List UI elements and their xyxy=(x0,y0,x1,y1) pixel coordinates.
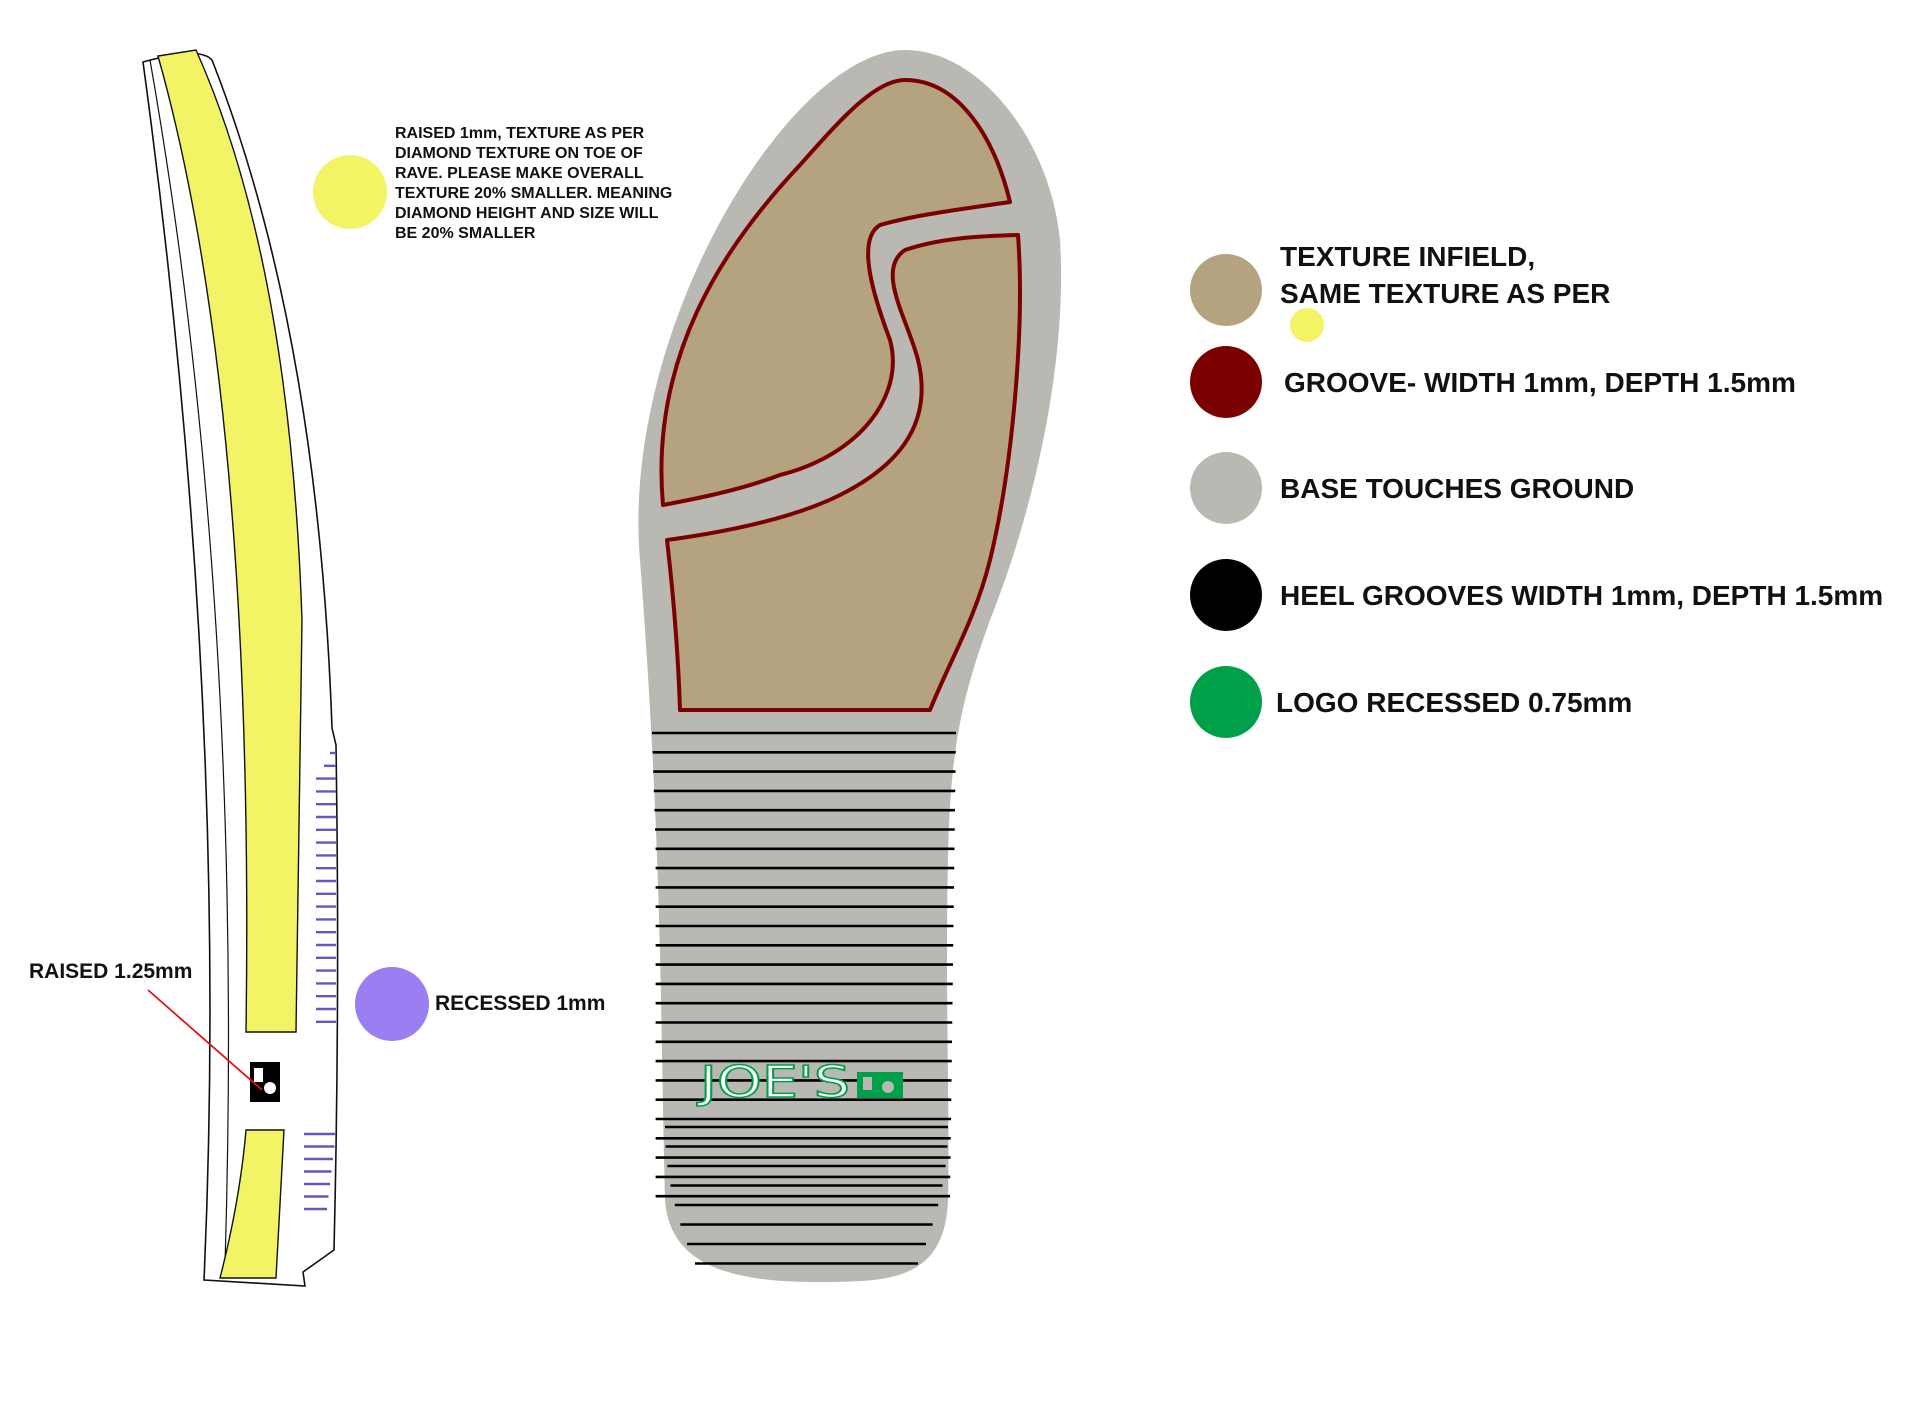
sole-logo: JOE'S xyxy=(695,1056,903,1109)
legend-groove-label: GROOVE- WIDTH 1mm, DEPTH 1.5mm xyxy=(1284,364,1796,401)
raised-texture-strip-lower xyxy=(219,1129,285,1279)
side-logo-mark xyxy=(250,1062,280,1102)
side-logo-cutout-a xyxy=(254,1068,263,1082)
legend-texture-ref-dot xyxy=(1290,308,1324,342)
legend-logo: LOGO RECESSED 0.75mm xyxy=(1190,666,1632,738)
heel-grooves xyxy=(652,731,956,1265)
legend-heel-grooves: HEEL GROOVES WIDTH 1mm, DEPTH 1.5mm xyxy=(1190,559,1883,631)
raised-texture-note-line-2: DIAMOND TEXTURE ON TOE OF xyxy=(395,145,643,162)
raised-texture-note-line-3: RAVE. PLEASE MAKE OVERALL xyxy=(395,165,644,182)
legend-texture-infield-line-1: TEXTURE INFIELD, xyxy=(1280,241,1536,272)
raised-texture-note-line-6: BE 20% SMALLER xyxy=(395,225,536,242)
raised-pointer-line xyxy=(147,989,263,1091)
sole-bottom-view: JOE'S xyxy=(638,50,1062,1282)
raised-texture-color-dot xyxy=(313,155,387,229)
recessed-note: RECESSED 1mm xyxy=(435,992,606,1015)
legend-groove-line-1: GROOVE- WIDTH 1mm, DEPTH 1.5mm xyxy=(1284,366,1796,398)
recessed-side-grooves xyxy=(304,751,336,1211)
sole-logo-cutout-b xyxy=(882,1081,894,1093)
legend-heel-grooves-label: HEEL GROOVES WIDTH 1mm, DEPTH 1.5mm xyxy=(1280,577,1883,614)
legend-texture-infield-line-2: SAME TEXTURE AS PER xyxy=(1280,275,1610,342)
legend-texture-infield-label: TEXTURE INFIELD, SAME TEXTURE AS PER xyxy=(1280,238,1610,342)
side-logo-cutout-b xyxy=(264,1082,276,1094)
sole-logo-text: JOE'S xyxy=(696,1057,850,1108)
raised-texture-note: RAISED 1mm, TEXTURE AS PER DIAMOND TEXTU… xyxy=(395,124,725,244)
forefoot-texture-infield xyxy=(659,78,1012,507)
legend-logo-line-1: LOGO RECESSED 0.75mm xyxy=(1276,686,1633,718)
legend-groove-swatch xyxy=(1190,346,1262,418)
raised-texture-note-line-1: RAISED 1mm, TEXTURE AS PER xyxy=(395,125,645,142)
raised-texture-note-line-4: TEXTURE 20% SMALLER. MEANING xyxy=(395,185,673,202)
legend-base-swatch xyxy=(1190,452,1262,524)
legend-heel-grooves-line-1: HEEL GROOVES WIDTH 1mm, DEPTH 1.5mm xyxy=(1280,579,1884,611)
legend-base-line-1: BASE TOUCHES GROUND xyxy=(1280,472,1635,504)
midfoot-texture-infield xyxy=(665,233,1022,712)
legend-texture-infield: TEXTURE INFIELD, SAME TEXTURE AS PER xyxy=(1190,238,1610,342)
raised-texture-note-line-5: DIAMOND HEIGHT AND SIZE WILL xyxy=(395,205,659,222)
legend-logo-swatch xyxy=(1190,666,1262,738)
legend-base-label: BASE TOUCHES GROUND xyxy=(1280,470,1634,507)
sole-logo-mark xyxy=(857,1072,903,1098)
legend-heel-grooves-swatch xyxy=(1190,559,1262,631)
legend-base: BASE TOUCHES GROUND xyxy=(1190,452,1634,524)
raised-texture-strip-upper xyxy=(157,49,303,1033)
legend-texture-infield-swatch xyxy=(1190,254,1262,326)
legend-texture-infield-line-2-text: SAME TEXTURE AS PER xyxy=(1280,278,1611,309)
recessed-color-dot xyxy=(355,967,429,1041)
side-profile-inner-line xyxy=(149,59,230,1266)
legend-groove: GROOVE- WIDTH 1mm, DEPTH 1.5mm xyxy=(1190,346,1796,418)
sole-logo-cutout-a xyxy=(863,1077,872,1090)
raised-logo-note: RAISED 1.25mm xyxy=(29,960,193,983)
side-profile-view xyxy=(142,49,339,1287)
legend-logo-label: LOGO RECESSED 0.75mm xyxy=(1276,684,1632,721)
